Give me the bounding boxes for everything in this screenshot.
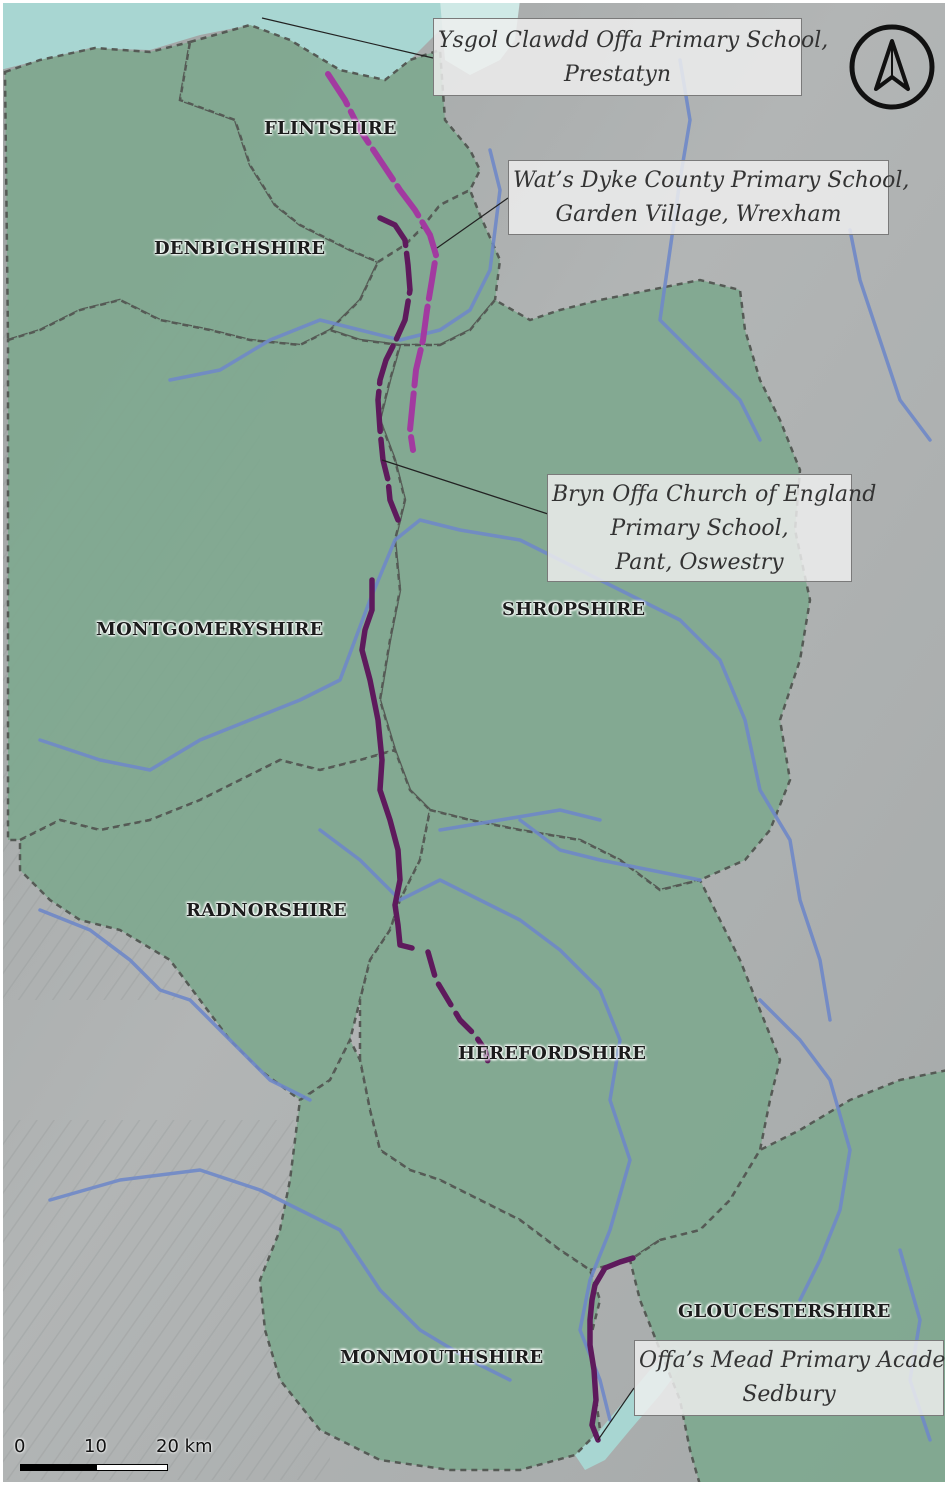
river-vyrnwy — [38, 518, 832, 1022]
county-label-radnorshire: RADNORSHIRE — [186, 900, 347, 921]
leader-line-wrexham — [436, 197, 509, 249]
county-label-shropshire: SHROPSHIRE — [502, 599, 646, 620]
wats-dyke — [325, 71, 440, 453]
callout-line: Wat’s Dyke County Primary School, — [513, 168, 910, 193]
county-label-montgomeryshire: MONTGOMERYSHIRE — [96, 619, 324, 640]
offas-dyke-south — [587, 1255, 636, 1443]
river-dee — [168, 148, 502, 382]
county-label-gloucestershire: GLOUCESTERSHIRE — [678, 1301, 891, 1322]
callout-line: Sedbury — [742, 1382, 836, 1407]
callout-line: Offa’s Mead Primary Academy, — [639, 1348, 948, 1373]
leader-line-oswestry — [381, 459, 549, 515]
offas-dyke-central — [359, 577, 415, 951]
callout-oswestry-school: Bryn Offa Church of England Primary Scho… — [547, 474, 877, 582]
river-severn-upper — [38, 908, 312, 1102]
scale-segment-white — [96, 1464, 168, 1471]
river-lugg — [518, 818, 702, 882]
county-label-monmouthshire: MONMOUTHSHIRE — [340, 1347, 544, 1368]
scale-tick-0: 0 — [14, 1436, 26, 1457]
callout-line: Bryn Offa Church of England — [552, 482, 877, 507]
river-north-east — [658, 58, 762, 442]
callout-line: Prestatyn — [563, 62, 672, 87]
montgomeryshire-area — [6, 298, 407, 842]
callout-line: Ysgol Clawdd Offa Primary School, — [438, 28, 829, 53]
callout-sedbury-school: Offa’s Mead Primary Academy, Sedbury — [634, 1340, 948, 1416]
river-wye — [318, 828, 632, 1422]
callout-line: Pant, Oswestry — [615, 550, 784, 575]
north-arrow-icon — [849, 24, 935, 110]
county-label-denbighshire: DENBIGHSHIRE — [154, 238, 326, 259]
callout-wrexham-school: Wat’s Dyke County Primary School, Garden… — [508, 160, 910, 235]
county-label-herefordshire: HEREFORDSHIRE — [458, 1043, 647, 1064]
scale-tick-10: 10 — [84, 1436, 107, 1457]
river-usk — [48, 1168, 512, 1382]
scale-tick-20: 20 km — [156, 1436, 213, 1457]
leader-line-prestatyn — [261, 17, 434, 59]
callout-prestatyn-school: Ysgol Clawdd Offa Primary School, Presta… — [433, 18, 829, 96]
scale-segment-black — [20, 1464, 96, 1471]
callout-line: Primary School, — [610, 516, 789, 541]
scale-bar: 0 10 20 km — [14, 1436, 234, 1476]
river-north-east-2 — [848, 228, 932, 442]
shropshire-area — [378, 278, 812, 892]
river-severn-east — [758, 998, 852, 1302]
county-label-flintshire: FLINTSHIRE — [264, 118, 397, 139]
callout-line: Garden Village, Wrexham — [555, 202, 842, 227]
offas-dyke-herefordshire — [425, 949, 493, 1073]
offas-dyke-north — [375, 215, 413, 523]
leader-line-sedbury — [597, 1387, 635, 1441]
dee-estuary-sea — [0, 0, 470, 80]
river-teme — [438, 808, 602, 832]
